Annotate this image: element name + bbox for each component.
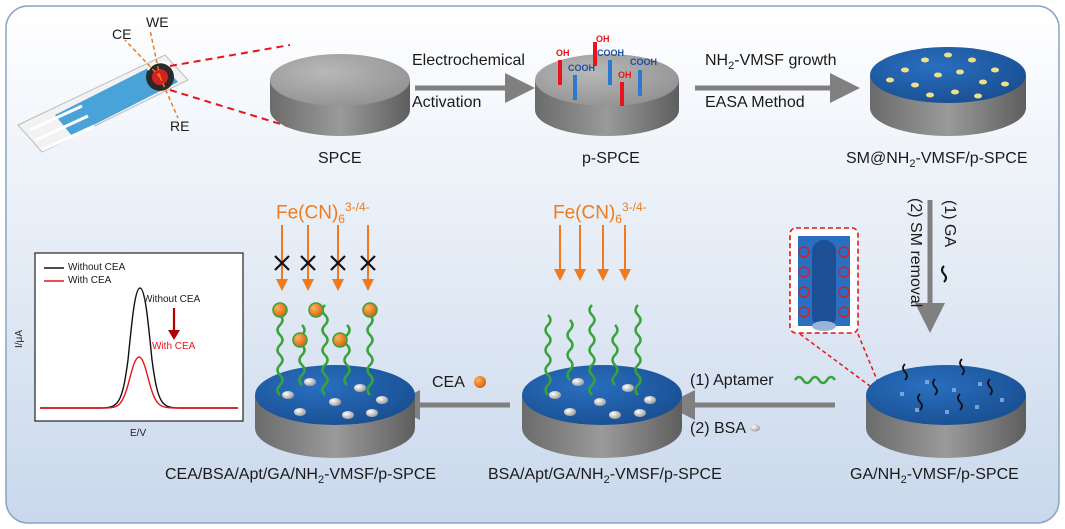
group-oh-3: OH	[618, 70, 632, 80]
cea-step-label: CEA	[432, 374, 465, 391]
inset-ylabel: I/μA	[14, 330, 25, 348]
aptamer-step-label: (1) Aptamer	[690, 372, 774, 389]
spce-label: SPCE	[318, 150, 362, 167]
spce-disk	[270, 54, 410, 136]
ga-vmsf-disk	[866, 358, 1026, 458]
group-oh-2: OH	[596, 34, 610, 44]
group-cooh-2: COOH	[597, 48, 624, 58]
cea-legend-glyph	[474, 376, 486, 388]
probe-arrows-a	[276, 225, 374, 291]
group-cooh-1: COOH	[568, 63, 595, 73]
sensor-we-label: WE	[146, 14, 169, 30]
legend-without-cea: Without CEA	[68, 262, 126, 273]
sensor-strip	[17, 29, 189, 153]
curve-without-cea	[40, 287, 238, 409]
annotation-with-cea: With CEA	[152, 341, 196, 352]
group-cooh-3: COOH	[630, 57, 657, 67]
bsa-apt-disk	[522, 304, 682, 458]
sm-vmsf-disk	[870, 47, 1026, 136]
aptamer-legend-glyph	[793, 375, 837, 385]
inset-xlabel: E/V	[130, 428, 147, 439]
sensor-re-label: RE	[170, 118, 190, 134]
growth-label-1: NH2-VMSF growth	[705, 52, 837, 73]
sm-removal-label: (2) SM removal	[907, 198, 924, 308]
probe-label-a: Fe(CN)63-/4-	[276, 200, 370, 227]
blocked-x-marks	[274, 255, 376, 271]
annotation-without-cea: Without CEA	[143, 294, 201, 305]
curve-with-cea	[40, 356, 238, 409]
sensor-ce-label: CE	[112, 26, 132, 42]
bsa-legend-glyph	[750, 424, 760, 432]
probe-arrows-b	[554, 225, 631, 281]
pore-inset	[789, 227, 859, 334]
probe-label-b: Fe(CN)63-/4-	[553, 200, 647, 227]
dpv-inset	[34, 252, 244, 422]
ga-vmsf-label: GA/NH2-VMSF/p-SPCE	[850, 466, 1019, 487]
pspce-label: p-SPCE	[582, 150, 640, 167]
cea-label: CEA/BSA/Apt/GA/NH2-VMSF/p-SPCE	[165, 466, 437, 487]
ga-step-label: (1) GA	[941, 200, 958, 248]
zoom-line-top	[169, 44, 291, 67]
group-oh-1: OH	[556, 48, 570, 58]
bsa-step-label: (2) BSA	[690, 420, 747, 437]
ga-linker-glyph	[941, 265, 947, 283]
growth-label-2: EASA Method	[705, 94, 805, 111]
bsa-apt-label: BSA/Apt/GA/NH2-VMSF/p-SPCE	[488, 466, 722, 487]
activation-label-2: Activation	[412, 94, 482, 111]
cea-disk	[255, 302, 415, 458]
zoom-line-bottom	[169, 89, 301, 131]
activation-label-1: Electrochemical	[412, 52, 525, 69]
inset-zoom-line-left	[799, 333, 879, 393]
pspce-disk	[535, 42, 679, 136]
sm-vmsf-label: SM@NH2-VMSF/p-SPCE	[846, 150, 1028, 171]
legend-with-cea: With CEA	[68, 275, 112, 286]
